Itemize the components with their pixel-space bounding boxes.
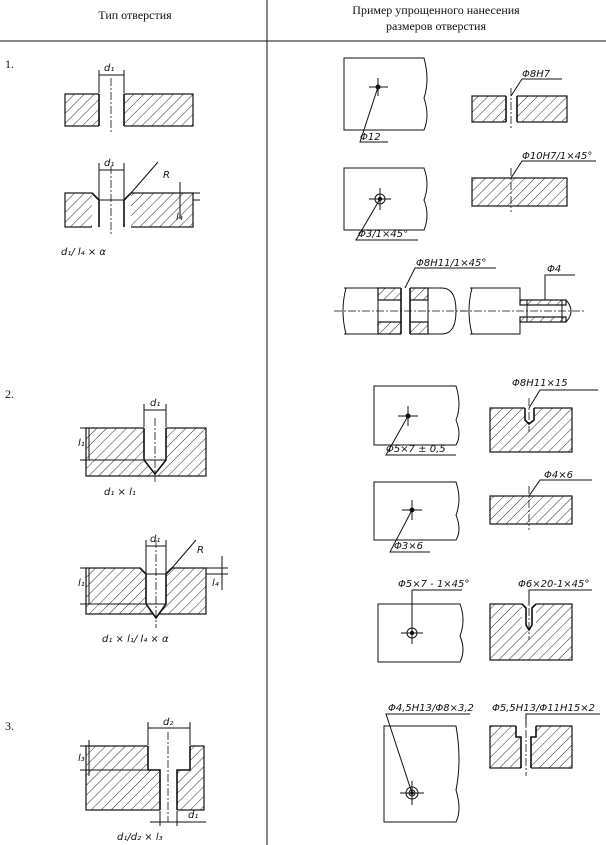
r3-label-d2: d₂ [163,717,173,728]
r2-example-label-4: Φ3×6 [394,541,423,552]
r2-example-plate-3: Φ5×7 - 1×45° [377,579,469,663]
r1-example-label-6: Φ4 [547,264,561,275]
row-number-2: 2. [5,387,14,401]
r1-label-d1-a: d₁ [104,63,114,74]
r2-label-d1-b: d₁ [150,534,160,545]
r1-example-label-2: Φ8H7 [522,69,551,80]
r2-label-l1-b: l₁ [78,578,85,589]
r1-label-l4: l₄ [176,212,183,223]
row-number-1: 1. [5,57,14,71]
r3-example-label-2: Φ5,5H13/Φ11H15×2 [492,703,595,714]
header-example-line2: размеров отверстия [386,19,486,33]
r1-example-label-3: Φ10H7/1×45° [522,151,592,162]
r1-example-plate-1: Φ12 [343,57,428,143]
r1-chamfered-hole-section: d₁ R l₄ d₁/ l₄ × α [61,158,200,258]
r2-example-label-5: Φ5×7 - 1×45° [398,579,469,590]
r2-example-section-3: Φ6×20-1×45° [489,579,592,661]
r2-example-section-1: Φ8H11×15 [489,378,598,453]
r3-example-section: Φ5,5H13/Φ11H15×2 [489,703,600,776]
r2-label-l1-a: l₁ [78,438,85,449]
r2-example-plate-1: Φ5×7 ± 0,5 [373,385,460,456]
r2-formula-b: d₁ × l₁/ l₄ × α [102,634,169,645]
r2-example-plate-2: Φ3×6 [373,481,460,553]
r3-label-d1: d₁ [188,810,198,821]
r1-through-hole-section: d₁ [64,63,194,134]
r2-label-l4: l₄ [212,578,219,589]
r2-example-label-3: Φ4×6 [544,470,573,481]
r1-example-label-4: Φ3/1×45° [358,229,408,240]
r1-example-label-1: Φ12 [360,132,381,143]
r3-label-l3: l₃ [78,753,85,764]
row-number-3: 3. [5,719,14,733]
r2-chamfered-blind-hole-section: d₁ R l₁ l₄ d₁ × l₁/ l₄ × α [78,534,228,645]
r3-example-label-1: Φ4,5H13/Φ8×3,2 [388,703,474,714]
r2-example-label-6: Φ6×20-1×45° [518,579,589,590]
r3-counterbored-hole-section: d₂ l₃ d₁ d₁/d₂ × l₃ [78,717,206,843]
header-example-line1: Пример упрощенного нанесения [352,3,520,17]
r2-label-R: R [197,545,204,556]
r1-example-label-5: Φ8H11/1×45° [416,258,486,269]
r2-example-label-1: Φ8H11×15 [512,378,568,389]
header-hole-type: Тип отверстия [98,8,172,22]
r1-example-plate-3: Φ3/1×45° [343,167,428,241]
r2-example-section-2: Φ4×6 [489,470,592,530]
r2-blind-hole-section: d₁ l₁ d₁ × l₁ [78,398,207,498]
r3-formula: d₁/d₂ × l₃ [117,832,163,843]
r1-example-section-4: Φ10H7/1×45° [471,151,596,212]
r2-example-label-2: Φ5×7 ± 0,5 [386,444,446,455]
r1-formula: d₁/ l₄ × α [61,247,106,258]
r2-formula-a: d₁ × l₁ [104,487,136,498]
r1-label-d1-b: d₁ [104,158,114,169]
r1-label-R: R [163,170,170,181]
r2-label-d1-a: d₁ [150,398,160,409]
r1-example-shaft: Φ8H11/1×45° Φ4 [334,258,586,335]
r1-example-section-2: Φ8H7 [471,69,568,128]
r3-example-plate: Φ4,5H13/Φ8×3,2 [383,703,474,823]
